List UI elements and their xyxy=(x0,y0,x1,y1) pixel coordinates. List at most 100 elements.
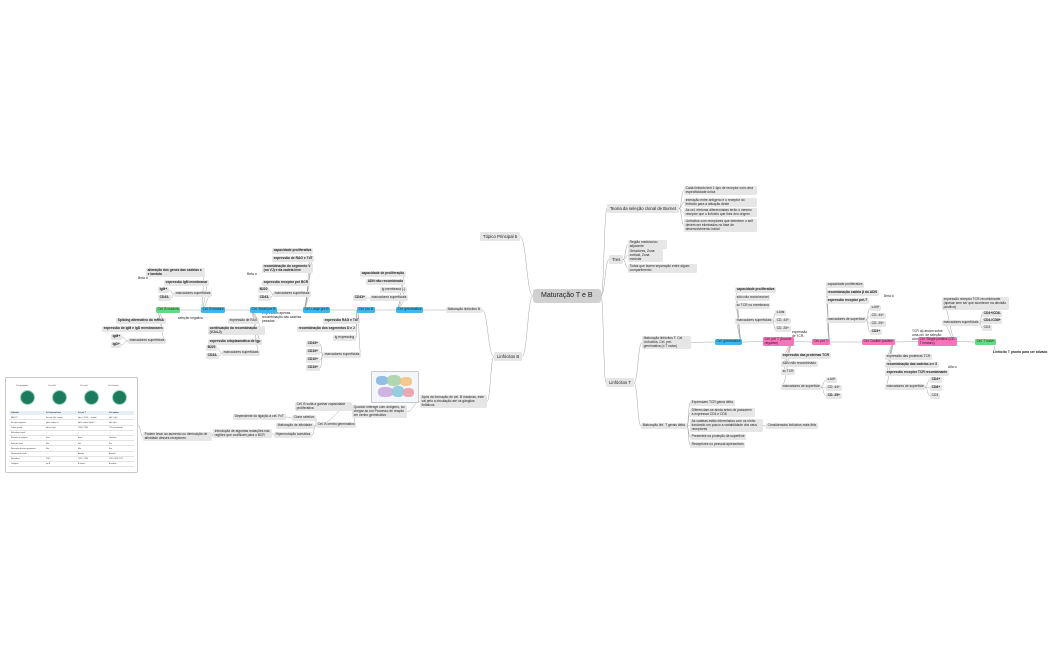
sb-prop-3[interactable]: expressão citoplasmática de Igμ xyxy=(208,338,262,345)
pro-t-marker-4[interactable]: CD3+ xyxy=(870,328,882,335)
t-germinative-cell[interactable]: Cel. germinativa xyxy=(715,338,743,345)
burnet-item-4[interactable]: Linfócitos com receptores que detectem o… xyxy=(684,219,758,233)
lb-prop-4[interactable]: expressão receptor pré BCR xyxy=(262,279,310,286)
dp-marker-3[interactable]: CD3 xyxy=(930,392,940,399)
mb-prop-2[interactable]: expressão de IgM e IgD membranares xyxy=(102,325,165,332)
tres-item-1[interactable]: Região medular/ou adjacente xyxy=(628,240,668,250)
maturation-b[interactable]: Maturação linfócitos B xyxy=(446,306,482,313)
pro-b-prop-1[interactable]: expressão RAG e TdT xyxy=(323,317,361,324)
mb-markers[interactable]: marcadores superficiais xyxy=(128,337,167,344)
gc-introduction[interactable]: Introdução de algumas mutações nas regiõ… xyxy=(213,429,273,439)
burnet-item-2[interactable]: Interação entre antígeno e o receptor do… xyxy=(684,198,758,208)
large-pre-b-cell[interactable]: Cel. Large pre B xyxy=(303,306,331,313)
pro-b-cell[interactable]: Cel. pro B xyxy=(357,306,375,313)
b-germ-prop-1[interactable]: capacidade de proliferação xyxy=(360,270,406,277)
pro-b-prop-3[interactable]: Ig expressing xyxy=(333,334,356,341)
dp-prop-2[interactable]: recombinação das cadeias α e δ xyxy=(885,361,939,368)
gd-item-1[interactable]: Expressam TCR gama délta xyxy=(690,399,735,406)
t-germ-markers[interactable]: marcadores superficiais xyxy=(735,317,774,324)
pre-t-marker-1[interactable]: c-kit+ xyxy=(826,376,838,383)
pro-t-cell[interactable]: Cel. pro T xyxy=(812,338,830,345)
sb-prop-1[interactable]: expressão de RAG xyxy=(228,317,260,324)
gc-clonal[interactable]: Clone seletivo xyxy=(292,414,316,421)
pre-t-prop-3[interactable]: sc TCR xyxy=(781,368,796,375)
sb-prop-2[interactable]: continuação da recombinação (VJ=LJ) xyxy=(208,326,266,336)
pro-t-marker-1[interactable]: c-kit+ xyxy=(870,304,882,311)
t-germ-marker-1[interactable]: c-kits xyxy=(775,309,786,316)
immature-b-cell[interactable]: Cel. B imatura xyxy=(201,306,226,313)
dp-prop-3[interactable]: expressão receptor TCR recombinante xyxy=(885,369,949,376)
pre-t-prop-2[interactable]: ADN não recombinado xyxy=(781,360,818,367)
pro-t-marker-3[interactable]: CD- 25+ xyxy=(870,320,886,327)
sp-markers[interactable]: marcadores superficiais xyxy=(942,319,981,326)
ib-prop-2[interactable]: expressão IgM membranar xyxy=(164,279,209,286)
pro-t-prop-1[interactable]: capacidade proliferativa xyxy=(826,281,865,288)
linfocitos-b[interactable]: Linfócitos B xyxy=(494,352,523,361)
small-pre-b-cell[interactable]: Cel. Small pre B xyxy=(250,306,278,313)
topic-principal-5[interactable]: Tópico Principal 5 xyxy=(480,232,521,241)
single-positive-cell[interactable]: Cel. Single positive (CD- T imaturo) xyxy=(918,336,958,347)
t-naive-cell[interactable]: Cel. T naive xyxy=(975,338,996,345)
dp-marker-1[interactable]: CD4+ xyxy=(930,376,942,383)
pro-b-marker-1[interactable]: CD43+ xyxy=(306,340,320,347)
tres-item-2[interactable]: Geradores, Zona cortical, Zona medular xyxy=(628,249,664,263)
pro-b-markers[interactable]: marcadores superficiais xyxy=(323,351,362,358)
ib-prop-1[interactable]: alteração dos genes das cadeias κ e lamb… xyxy=(146,268,206,278)
sp-prop-1[interactable]: expressão receptor TCR recombinante (ape… xyxy=(942,297,1010,311)
pro-t-markers[interactable]: marcadores de superfície xyxy=(826,316,867,323)
germinal-centre-image[interactable] xyxy=(371,371,419,403)
gc-dependent[interactable]: Dependente do ligação a cel. FcT xyxy=(233,413,286,420)
linfocitos-t[interactable]: Linfócitos T xyxy=(606,378,634,387)
pro-b-marker-3[interactable]: CD10+ xyxy=(306,356,320,363)
gd-item-2[interactable]: Diferenciam-se ainda antes de passarem a… xyxy=(690,408,756,418)
b-germ-marker-1[interactable]: CD43+ xyxy=(353,294,367,301)
gd-item-4[interactable]: Presentes na proteção da superfície xyxy=(690,433,747,440)
lb-prop-1[interactable]: capacidade proliferativa xyxy=(272,247,313,254)
mb-prop-1[interactable]: Splicing alternativo do mRNA xyxy=(116,317,166,324)
b-germ-markers[interactable]: marcadores superficiais xyxy=(370,294,409,301)
gd-side-note[interactable]: Considerados linfócitos mais fiéis xyxy=(766,422,818,429)
gc-final[interactable]: Podem levar ao aumento ou diminuição de … xyxy=(143,432,213,442)
gc-affinity[interactable]: Maturação de afinidade xyxy=(276,422,314,429)
t-naive-desc[interactable]: Linfócito T pronto para ser ativado xyxy=(993,350,1048,354)
gc-hypermutation[interactable]: Hipermutação somática xyxy=(274,431,312,438)
lb-markers[interactable]: marcadores superficiais xyxy=(273,290,312,297)
pro-b-marker-2[interactable]: CD19+ xyxy=(306,348,320,355)
gc-interaction[interactable]: Quando interage com antígeno, ao chegar … xyxy=(352,405,408,419)
pre-t-cell[interactable]: Cel. pré T (Double negative) xyxy=(763,337,795,347)
sb-marker-1[interactable]: B220 xyxy=(206,344,218,351)
dp-marker-2[interactable]: CD8+ xyxy=(930,384,942,391)
t-germ-marker-2[interactable]: CD- 44+ xyxy=(775,317,791,324)
t-germ-prop-1[interactable]: capacidade proliferativa xyxy=(735,286,776,293)
ib-markers[interactable]: marcadores superficiais xyxy=(174,290,213,297)
double-positive-cell[interactable]: Cel. Double positive xyxy=(862,338,895,345)
maturation-gd[interactable]: Maturação linf. T gerais délta xyxy=(641,422,687,429)
lb-marker-1[interactable]: B220 xyxy=(258,286,270,293)
burnet-theory[interactable]: Teoria da seleção clonal de Burnet xyxy=(607,204,679,213)
maturation-t[interactable]: Maturação linfócitos T: Cel. Linfocitós,… xyxy=(642,336,692,350)
sp-marker-1[interactable]: CD4+/CD8- xyxy=(982,310,1003,317)
ib-marker-2[interactable]: CD43- xyxy=(158,294,171,301)
gd-item-3[interactable]: As cadeias estão interrelados com os nin… xyxy=(690,419,764,433)
ib-marker-1[interactable]: IgM+ xyxy=(158,286,169,293)
sb-markers[interactable]: marcadores superficiais xyxy=(222,349,261,356)
tres-item-3[interactable]: Todas que fazem separação entre algum co… xyxy=(628,264,698,274)
lb-prop-3[interactable]: recombinação do segmento V (no VJ) e da … xyxy=(262,264,314,274)
lb-prop-2[interactable]: expressão de RAG e TdT xyxy=(272,255,315,262)
mature-b-cell[interactable]: Cel. B madura xyxy=(156,306,181,313)
burnet-item-3[interactable]: As cel. efetoras diferenciadas terão o m… xyxy=(684,208,758,218)
gc-proliferation[interactable]: Cél. B volta a ganhar capacidade prolife… xyxy=(295,402,353,412)
b-germinative-cell[interactable]: Cel. germinativa xyxy=(396,306,424,313)
tres-topic[interactable]: Tres xyxy=(609,255,624,264)
b-germ-prop-2[interactable]: ADN não recombinado xyxy=(366,278,405,285)
mb-marker-1[interactable]: IgM+ xyxy=(111,333,122,340)
pro-b-marker-4[interactable]: CD19+ xyxy=(306,364,320,371)
mb-marker-2[interactable]: IgD+ xyxy=(111,341,122,348)
gc-b-cell[interactable]: Cel. B centro germinativo xyxy=(316,421,357,428)
t-germ-marker-3[interactable]: CD- 25+ xyxy=(775,325,791,332)
pro-t-prop-3[interactable]: expressão receptor pré-T xyxy=(826,297,869,304)
t-germ-prop-2[interactable]: sítio não reconhecível xyxy=(735,294,771,301)
dp-markers[interactable]: marcadores de superfície xyxy=(885,383,926,390)
sb-marker-2[interactable]: CD43- xyxy=(206,352,219,359)
